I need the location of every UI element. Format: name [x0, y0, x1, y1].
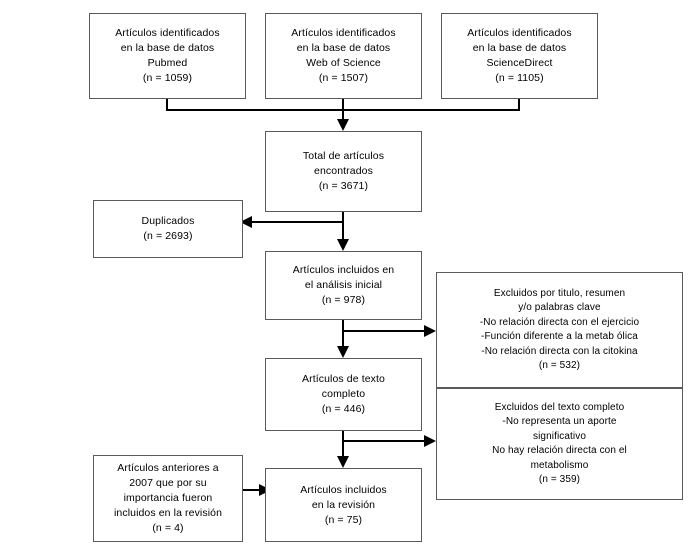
- node-initial-analysis[interactable]: Artículos incluidos en el análisis inici…: [265, 251, 422, 320]
- node-source-web-of-science[interactable]: Artículos identificados en la base de da…: [265, 13, 422, 99]
- node-source-pubmed-text: Artículos identificados en la base de da…: [115, 27, 220, 84]
- arrowhead-initial-analysis: [337, 239, 349, 251]
- node-pre2007-included[interactable]: Artículos anteriores a 2007 que por su i…: [93, 455, 243, 542]
- arrowhead-excluded-title-abstract: [424, 325, 436, 337]
- node-excluded-full-text[interactable]: Excluidos del texto completo -No represe…: [436, 388, 683, 500]
- arrowhead-full-text: [337, 346, 349, 358]
- node-full-text-text: Artículos de texto completo (n = 446): [302, 373, 385, 415]
- node-excluded-title-abstract-text: Excluidos por titulo, resumen y/o palabr…: [479, 287, 640, 372]
- node-excluded-full-text-text: Excluidos del texto completo -No represe…: [492, 401, 627, 486]
- node-total-found[interactable]: Total de artículos encontrados (n = 3671…: [265, 131, 422, 212]
- node-full-text[interactable]: Artículos de texto completo (n = 446): [265, 358, 422, 431]
- arrowhead-total-found: [337, 119, 349, 131]
- node-excluded-title-abstract[interactable]: Excluidos por titulo, resumen y/o palabr…: [436, 272, 683, 388]
- arrowhead-excluded-full-text: [424, 435, 436, 447]
- node-source-sciencedirect-text: Artículos identificados en la base de da…: [467, 27, 572, 84]
- node-duplicates-text: Duplicados (n = 2693): [141, 215, 195, 242]
- node-pre2007-included-text: Artículos anteriores a 2007 que por su i…: [113, 462, 223, 534]
- arrowhead-final-included-top: [337, 456, 349, 468]
- node-duplicates[interactable]: Duplicados (n = 2693): [93, 200, 243, 258]
- node-final-included[interactable]: Artículos incluidos en la revisión (n = …: [265, 468, 422, 542]
- node-source-web-of-science-text: Artículos identificados en la base de da…: [291, 27, 396, 84]
- node-source-pubmed[interactable]: Artículos identificados en la base de da…: [89, 13, 246, 99]
- node-source-sciencedirect[interactable]: Artículos identificados en la base de da…: [441, 13, 598, 99]
- node-total-found-text: Total de artículos encontrados (n = 3671…: [302, 150, 385, 192]
- node-initial-analysis-text: Artículos incluidos en el análisis inici…: [292, 264, 395, 306]
- node-final-included-text: Artículos incluidos en la revisión (n = …: [300, 483, 387, 526]
